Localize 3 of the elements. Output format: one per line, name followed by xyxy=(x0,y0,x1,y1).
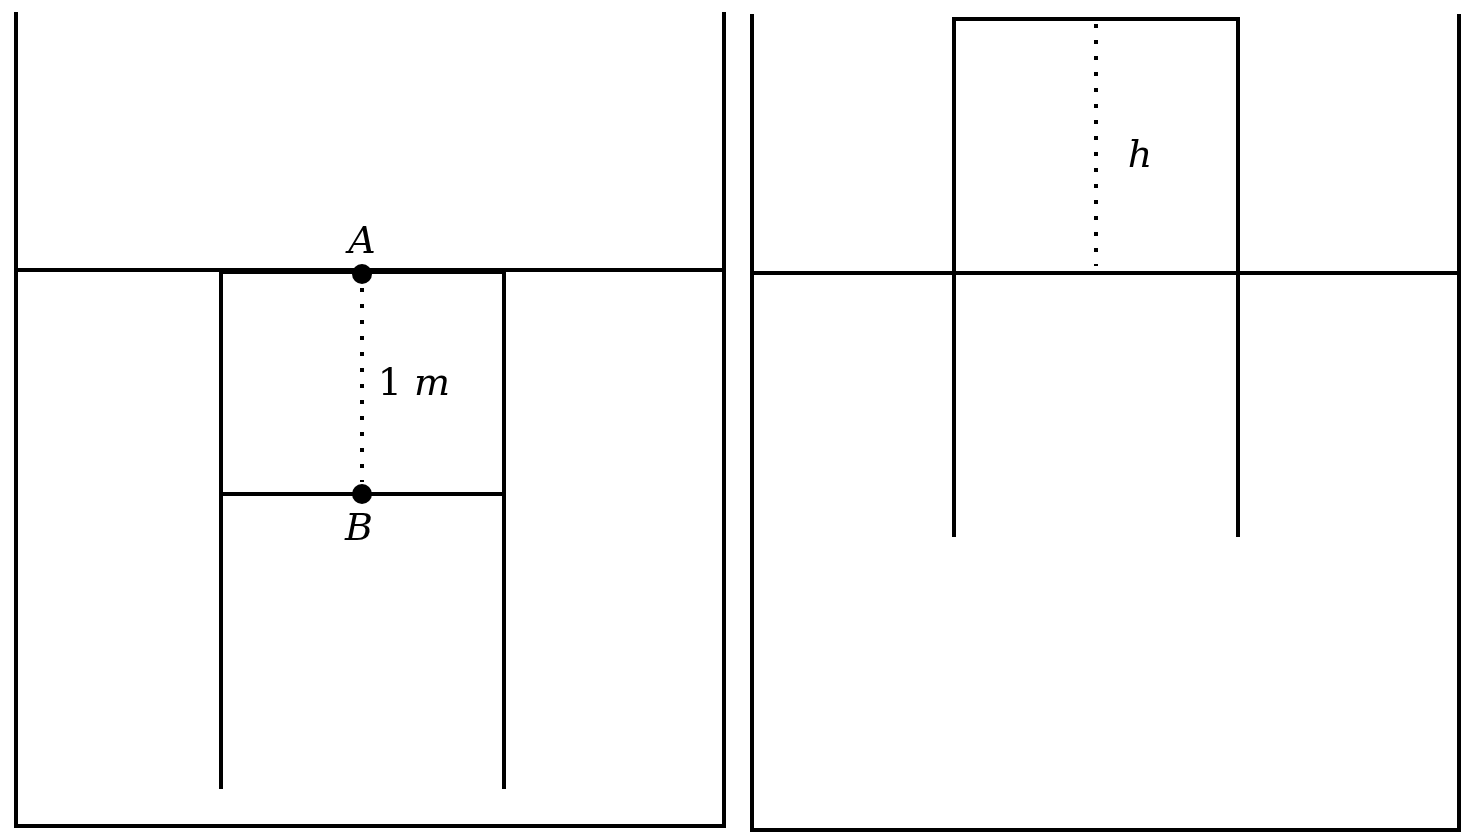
dimension-label: 1 m xyxy=(377,363,451,401)
point-label: B xyxy=(345,508,373,546)
dimension-label: h xyxy=(1127,135,1153,173)
